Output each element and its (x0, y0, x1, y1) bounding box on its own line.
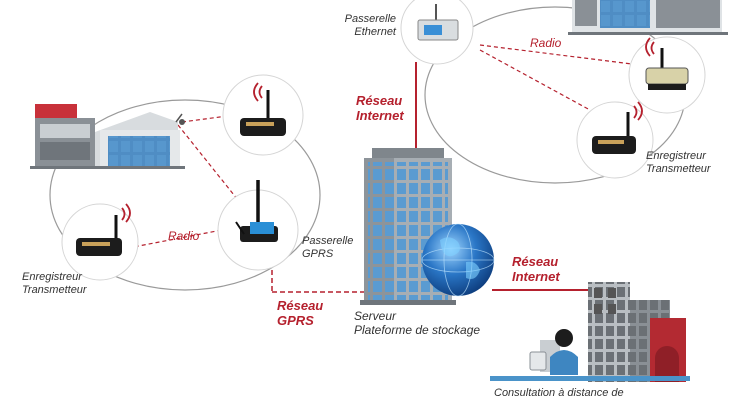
enregistreur-left-label: Enregistreur Transmetteur (22, 271, 87, 296)
operator-icon (490, 329, 690, 381)
building-icon (30, 104, 185, 169)
left-network-ring (49, 99, 321, 291)
radio-label-left: Radio (168, 229, 200, 243)
serveur-label: Serveur Plateforme de stockage (354, 309, 481, 337)
radio-logger-icon (628, 36, 706, 114)
reseau-gprs-label: Réseau GPRS (277, 298, 324, 328)
building-icon (568, 0, 728, 35)
right-radio-links (479, 44, 641, 111)
radio-logger-icon (576, 101, 654, 179)
radio-label-top: Radio (530, 36, 562, 50)
reseau-internet-top-label: Réseau Internet (356, 93, 404, 123)
globe-icon (421, 223, 495, 297)
consultation-label: Consultation à distance de (494, 387, 624, 399)
ethernet-gateway-icon (400, 0, 474, 65)
reseau-internet-right-label: Réseau Internet (512, 254, 560, 284)
gprs-gateway-icon (217, 180, 299, 271)
radio-logger-icon (222, 74, 304, 156)
gprs-link (271, 270, 364, 293)
enregistreur-right-label: Enregistreur Transmetteur (646, 150, 711, 175)
passerelle-gprs-label: Passerelle GPRS (302, 235, 354, 260)
passerelle-ethernet-label: Passerelle Ethernet (344, 13, 396, 38)
office-building-icon (588, 282, 686, 382)
radio-logger-icon (61, 203, 139, 281)
